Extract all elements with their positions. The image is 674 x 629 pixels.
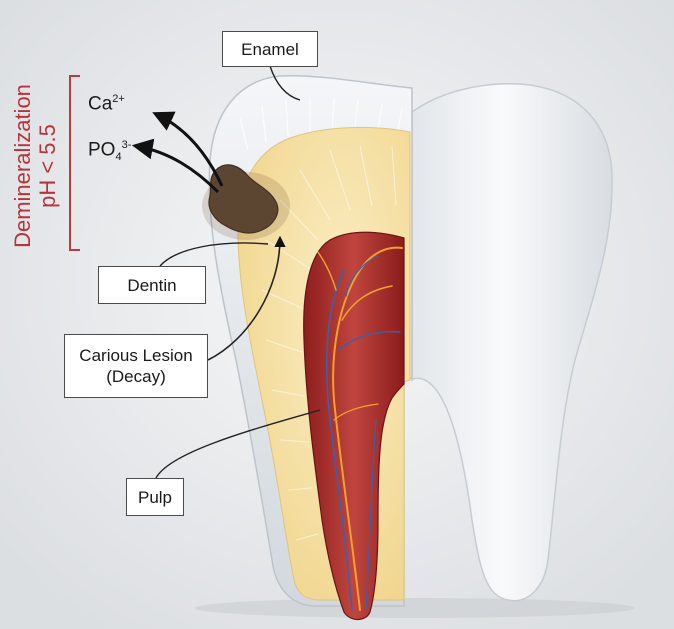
pulp-label-text: Pulp: [138, 487, 172, 508]
dentin-label: Dentin: [98, 266, 206, 304]
carious-lesion-label-line1: Carious Lesion: [79, 345, 192, 366]
carious-lesion-label: Carious Lesion (Decay): [64, 334, 208, 398]
calcium-symbol: Ca: [88, 93, 112, 114]
ground-shadow: [195, 598, 635, 618]
demineralization-label: Demineralization pH < 5.5: [2, 80, 68, 252]
phosphate-symbol: PO: [88, 139, 115, 160]
enamel-label-text: Enamel: [241, 39, 299, 60]
phosphate-subscript: 4: [115, 151, 121, 163]
pulp-label: Pulp: [126, 478, 184, 516]
lesion-halo: [202, 172, 290, 240]
calcium-charge: 2+: [112, 93, 125, 105]
dentin-label-text: Dentin: [127, 275, 176, 296]
phosphate-ion-label: PO43-: [88, 139, 131, 163]
demineralization-title: Demineralization: [10, 84, 35, 248]
ph-threshold: pH < 5.5: [35, 84, 60, 248]
carious-lesion-label-line2: (Decay): [106, 366, 166, 387]
phosphate-charge: 3-: [122, 139, 132, 151]
enamel-label: Enamel: [222, 31, 318, 67]
calcium-ion-label: Ca2+: [88, 93, 125, 115]
